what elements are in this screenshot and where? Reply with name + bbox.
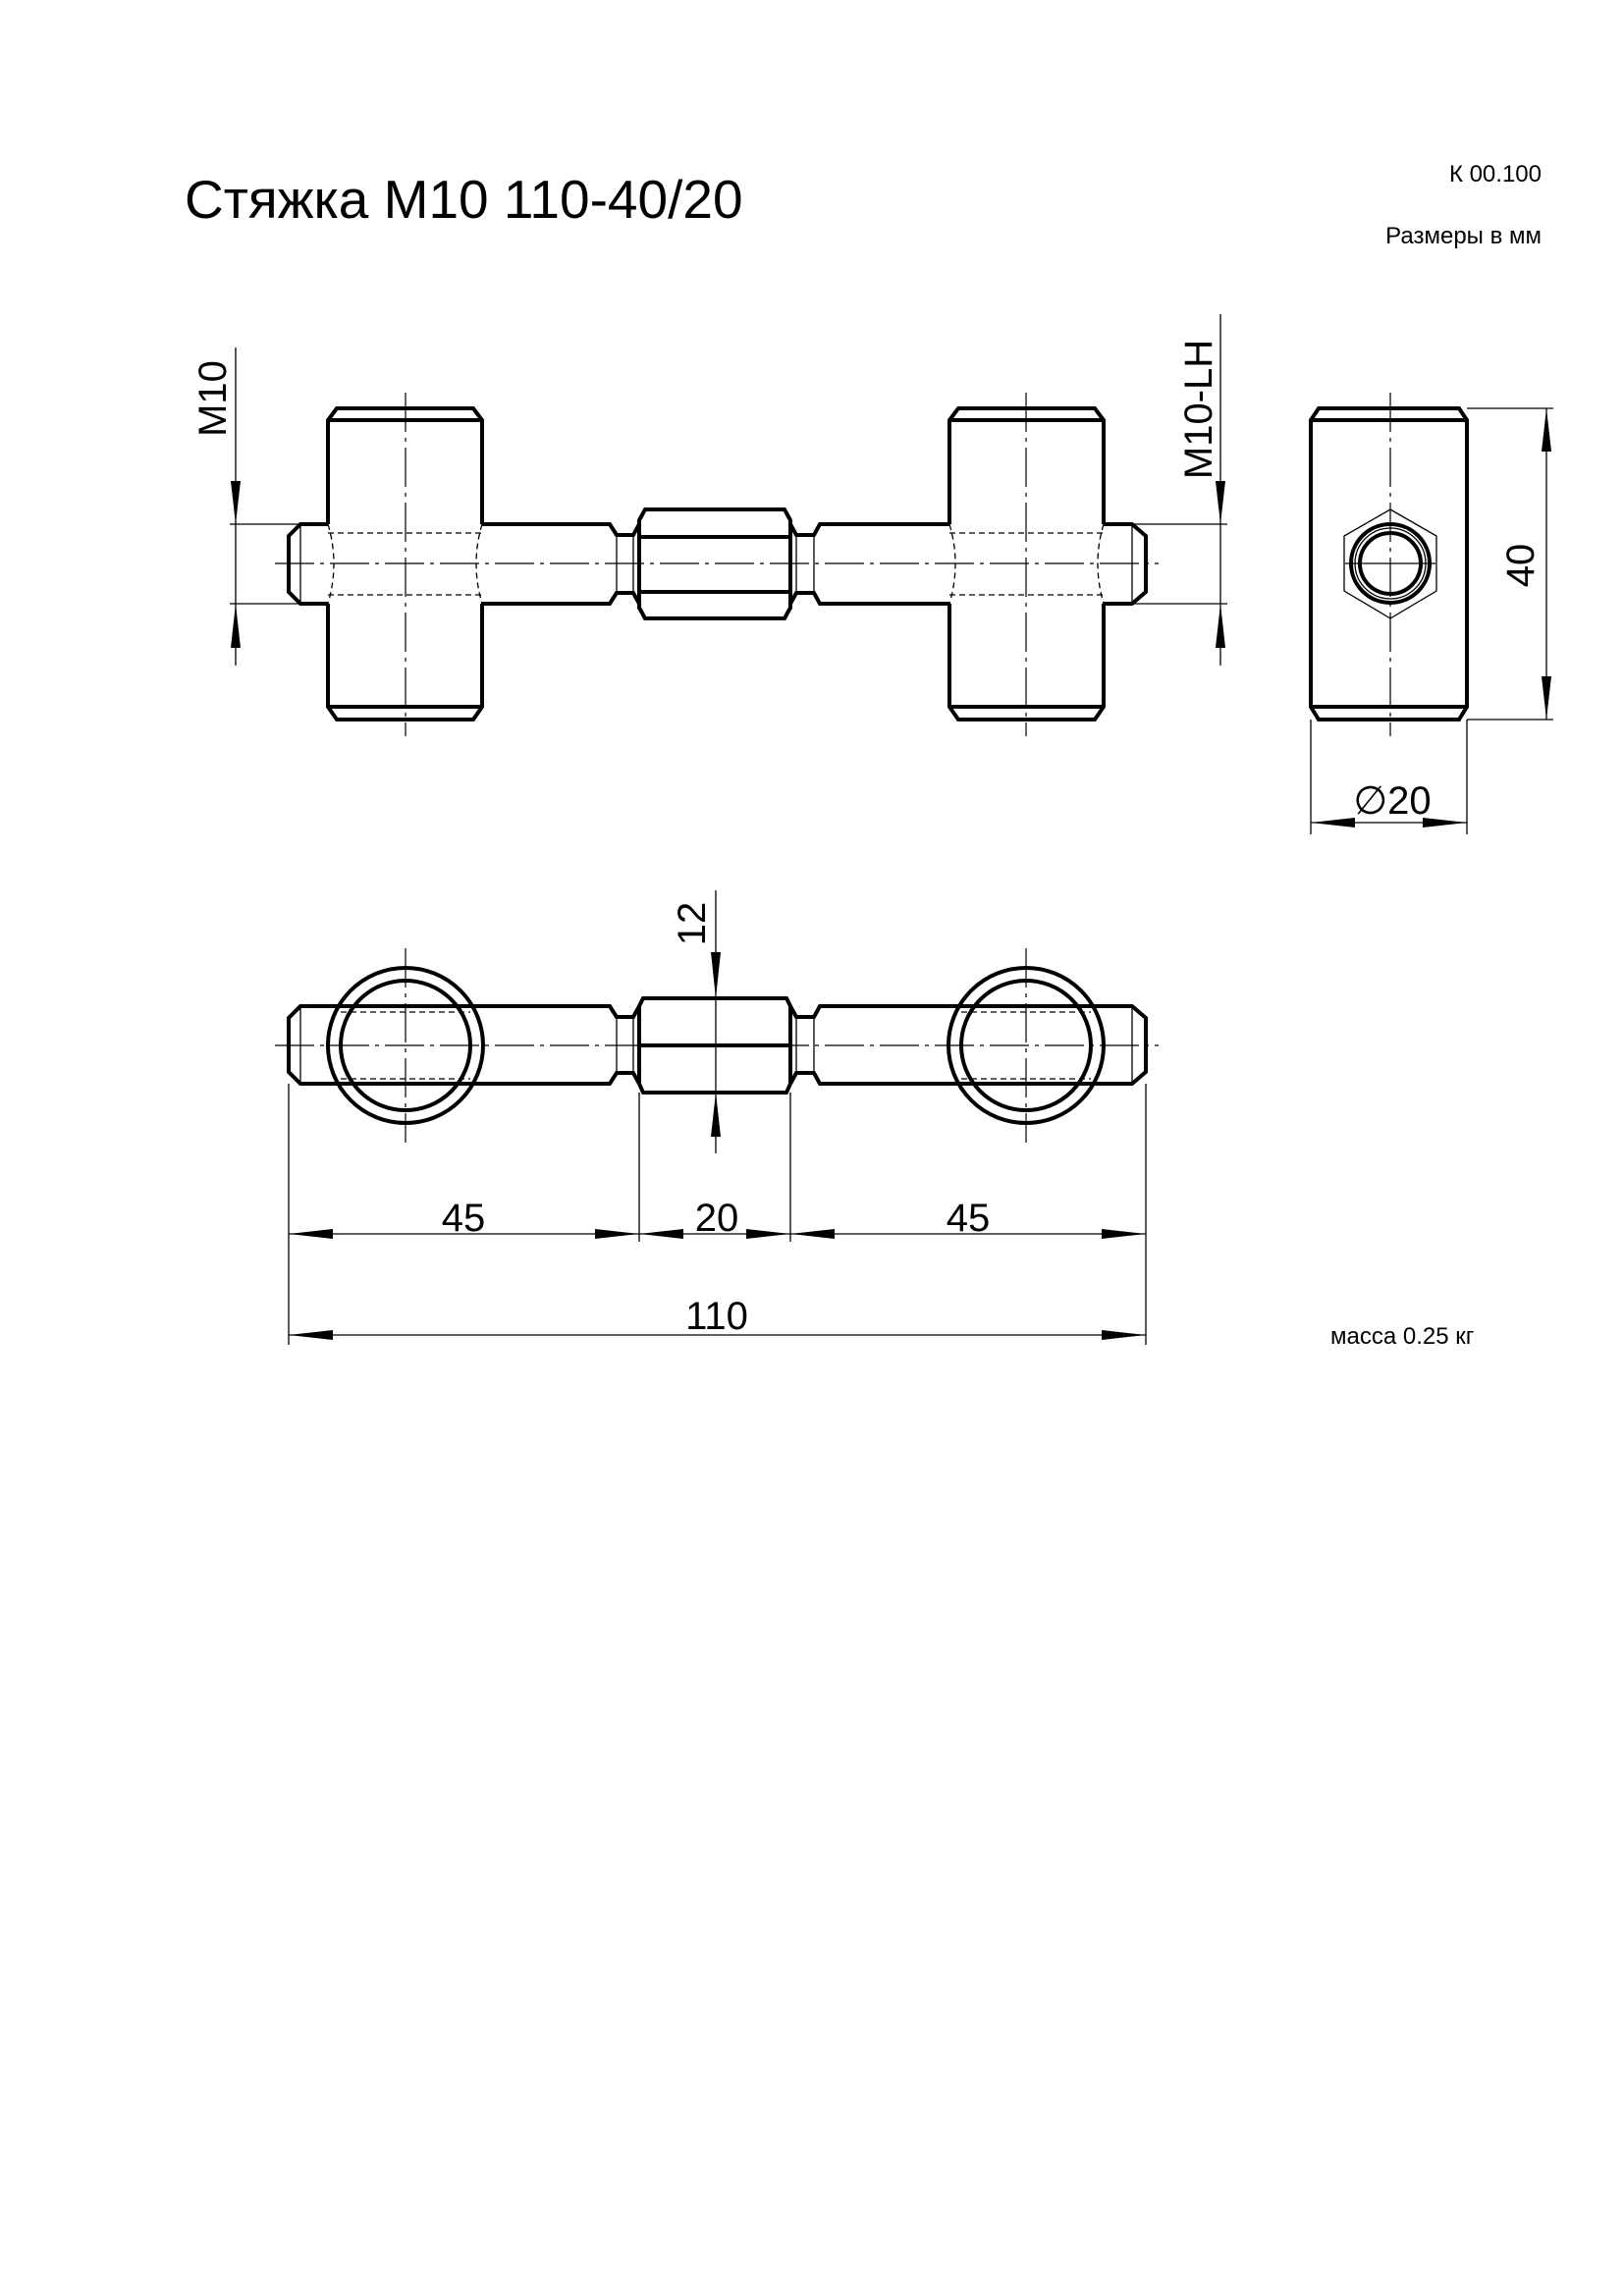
drawing-code: К 00.100 bbox=[1449, 161, 1542, 187]
height-dimension: 40 bbox=[1467, 407, 1553, 721]
front-view: M10 M10-LH bbox=[191, 314, 1227, 736]
nut-size-label: 12 bbox=[671, 902, 714, 946]
side-view: 40 ∅20 bbox=[1309, 393, 1553, 834]
diameter-dimension: ∅20 bbox=[1310, 720, 1468, 834]
length-dimensions: 45 20 45 110 bbox=[288, 1084, 1147, 1345]
total-length-label: 110 bbox=[685, 1295, 748, 1338]
nut-size-dimension: 12 bbox=[671, 890, 721, 1153]
thread-right-label: M10-LH bbox=[1177, 340, 1220, 479]
top-view-nut bbox=[637, 996, 792, 1095]
thread-left-label: M10 bbox=[191, 360, 235, 437]
thread-right-dimension: M10-LH bbox=[1132, 314, 1227, 666]
right-length-label: 45 bbox=[947, 1197, 991, 1240]
right-flange bbox=[947, 393, 1106, 736]
height-label: 40 bbox=[1499, 544, 1543, 588]
drawing-title: Стяжка M10 110-40/20 bbox=[185, 169, 743, 230]
nut-length-label: 20 bbox=[695, 1197, 739, 1240]
thread-left-dimension: M10 bbox=[191, 347, 300, 666]
mass-note: масса 0.25 кг bbox=[1330, 1323, 1475, 1350]
top-view: 12 45 20 45 110 bbox=[275, 890, 1159, 1345]
units-note: Размеры в мм bbox=[1385, 223, 1542, 249]
left-flange bbox=[326, 393, 484, 736]
diameter-label: ∅20 bbox=[1353, 779, 1431, 823]
coupling-nut bbox=[637, 507, 792, 620]
left-length-label: 45 bbox=[442, 1197, 486, 1240]
